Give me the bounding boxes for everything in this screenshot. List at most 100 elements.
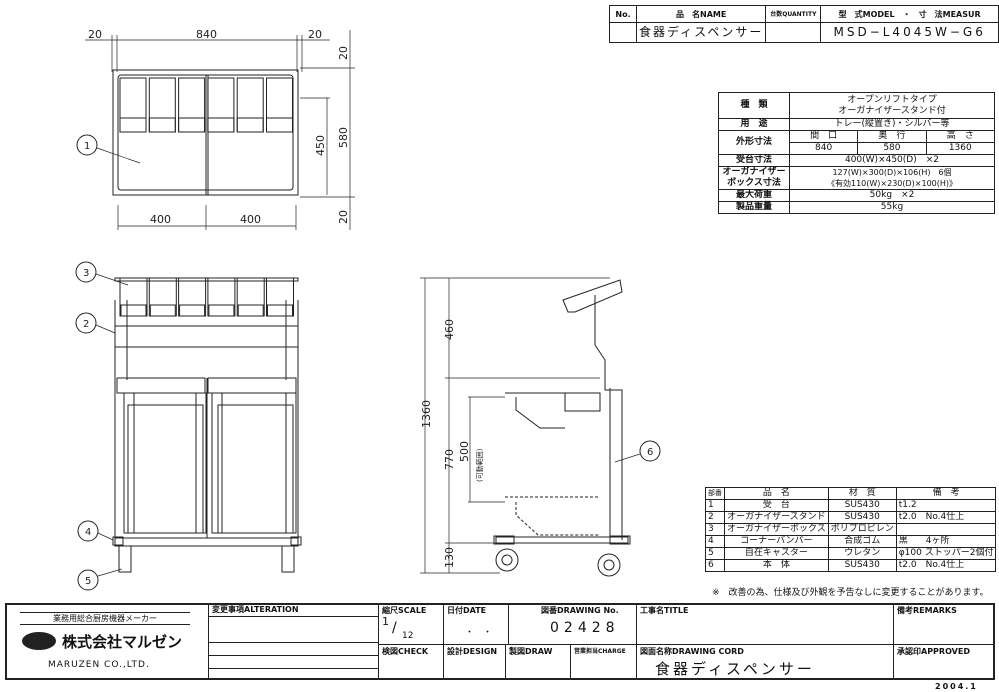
- organizer-box-lip: [148, 117, 176, 133]
- tray-value: 400(W)×450(D) ×2: [789, 154, 995, 167]
- front-view: [75, 261, 302, 591]
- parts-cell: コーナーバンパー: [724, 535, 829, 548]
- outer-label: 外形寸法: [718, 130, 790, 155]
- organizer-box-top: [119, 77, 147, 133]
- dim-side-range: (可動範囲): [475, 448, 484, 482]
- parts-cell: 黒 4ヶ所: [895, 535, 997, 548]
- parts-header: 備 考: [895, 487, 997, 500]
- organizer-box-lip: [237, 304, 264, 317]
- balloon-6: 6: [647, 447, 653, 458]
- weight-label: 製品重量: [718, 201, 790, 214]
- use-label: 用 途: [718, 118, 790, 131]
- product-name: 食器ディスペンサー: [635, 22, 767, 43]
- date-label: 日付DATE: [443, 603, 509, 645]
- alteration-rows: [208, 616, 379, 669]
- parts-cell: オーガナイザースタンド: [724, 511, 829, 524]
- dim-right-580: 580: [337, 127, 350, 148]
- parts-cell: t2.0 No.4仕上: [895, 511, 997, 524]
- date-value: ・ ・: [465, 628, 493, 638]
- footer-date: 2004.1: [935, 682, 978, 691]
- organizer-box-lip: [208, 304, 235, 317]
- parts-cell: 2: [705, 511, 725, 524]
- organizer-box-top: [148, 77, 176, 133]
- organizer-box-lip: [178, 117, 206, 133]
- parts-cell: 3: [705, 523, 725, 536]
- weight-value: 55kg: [789, 201, 995, 214]
- dim-top-840: 840: [196, 28, 217, 41]
- parts-cell: 5: [705, 547, 725, 560]
- dim-right-20a: 20: [337, 46, 350, 60]
- top-view: [76, 30, 355, 230]
- organizer-box-top: [207, 77, 235, 133]
- organizer-box-front: [148, 277, 177, 317]
- organizer-box-lip: [119, 117, 147, 133]
- parts-header: 品 名: [724, 487, 829, 500]
- parts-cell: SUS430: [827, 499, 897, 512]
- parts-cell: φ100 ストッパー2個付: [895, 547, 997, 560]
- organizer-box-lip: [179, 304, 206, 317]
- drawing-no: 02428: [550, 620, 620, 636]
- organizer-box-top: [236, 77, 264, 133]
- alteration-row-line: [208, 655, 379, 656]
- h-value: 1360: [925, 142, 996, 155]
- maker-tagline: 業務用総合厨房機器メーカー: [20, 612, 190, 625]
- parts-cell: 1: [705, 499, 725, 512]
- use-value: トレー(縦置き)・シルバー等: [789, 118, 995, 131]
- qty-label: 台数QUANTITY: [765, 5, 822, 23]
- parts-cell: オーガナイザーボックス: [724, 523, 829, 536]
- organizer-box-lip: [266, 117, 293, 133]
- check-label: 検図CHECK: [378, 644, 444, 680]
- draw-label: 製図DRAW: [505, 644, 571, 680]
- parts-cell: SUS430: [827, 559, 897, 572]
- dim-side-1360: 1360: [420, 400, 433, 428]
- organizer-box-lip: [120, 304, 147, 317]
- remarks-label: 備考REMARKS: [893, 603, 995, 645]
- design-label: 設計DESIGN: [443, 644, 506, 680]
- dim-right-450: 450: [314, 135, 327, 156]
- alteration-row-line: [208, 642, 379, 643]
- dim-side-130: 130: [443, 547, 456, 568]
- dim-top-20a: 20: [88, 28, 102, 41]
- model-value: MSD−L4045W−G6: [820, 22, 999, 43]
- parts-cell: [895, 523, 997, 536]
- company-name: 株式会社マルゼン: [62, 633, 183, 651]
- organizer-box-lip: [207, 117, 235, 133]
- box-value-2: 《有効110(W)×230(D)×100(H)》: [826, 179, 958, 188]
- charge-label: 営業担当CHARGE: [570, 644, 637, 680]
- balloon-5: 5: [85, 576, 91, 587]
- organizer-box-top: [266, 77, 293, 133]
- type-line-2: オーガナイザースタンド付: [838, 105, 946, 116]
- w-label: 間 口: [788, 130, 859, 143]
- h-label: 高 さ: [925, 130, 996, 143]
- scale-slash: /: [392, 620, 397, 636]
- balloon-1: 1: [84, 141, 90, 152]
- parts-cell: 6: [705, 559, 725, 572]
- type-label: 種 類: [718, 92, 790, 119]
- organizer-box-top: [178, 77, 206, 133]
- organizer-box-lip: [236, 117, 264, 133]
- d-value: 580: [857, 142, 927, 155]
- side-view: [420, 277, 661, 577]
- parts-header: 材 質: [827, 487, 897, 500]
- w-value: 840: [788, 142, 859, 155]
- scale-numerator: 1: [382, 615, 389, 628]
- parts-cell: 本 体: [724, 559, 829, 572]
- maruzen-logo-icon: [22, 632, 56, 650]
- drawing-cord-value: 食器ディスペンサー: [655, 660, 815, 678]
- parts-cell: t1.2: [895, 499, 997, 512]
- load-value: 50kg ×2: [789, 189, 995, 202]
- parts-cell: ポリプロピレン: [827, 523, 897, 536]
- title-label: 工事名TITLE: [636, 603, 894, 645]
- company-english: MARUZEN CO.,LTD.: [48, 660, 150, 670]
- organizer-box-front: [207, 277, 236, 317]
- model-label: 型 式MODEL ・ 寸 法MEASUR: [820, 5, 999, 23]
- organizer-box-front: [266, 277, 294, 317]
- organizer-box-lip: [149, 304, 176, 317]
- parts-header: 部番: [705, 487, 725, 500]
- qty-value: [765, 22, 822, 43]
